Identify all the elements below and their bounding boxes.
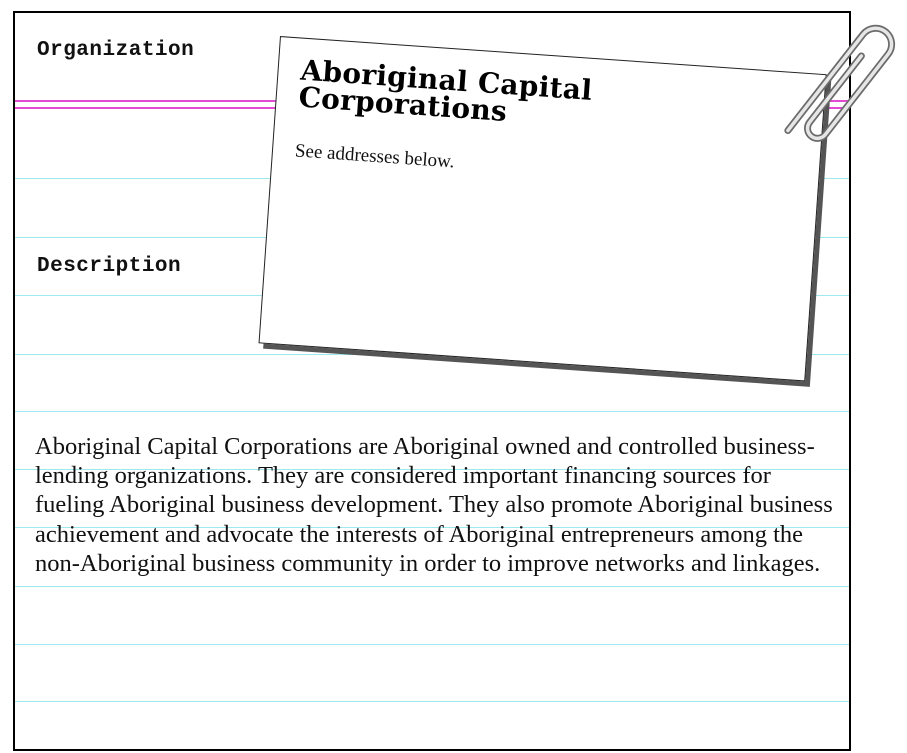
- card-note: See addresses below.: [294, 140, 456, 173]
- organization-card: Aboriginal Capital Corporations See addr…: [258, 36, 833, 387]
- description-label: Description: [37, 255, 182, 278]
- card-body: Aboriginal Capital Corporations See addr…: [258, 36, 827, 382]
- rule-line: [15, 586, 849, 587]
- rule-line: [15, 644, 849, 645]
- organization-label: Organization: [37, 39, 195, 62]
- rule-line: [15, 411, 849, 412]
- paperclip-icon: [784, 24, 896, 142]
- card-title: Aboriginal Capital Corporations: [297, 53, 594, 128]
- rule-line: [15, 527, 849, 528]
- rule-line: [15, 469, 849, 470]
- description-text: Aboriginal Capital Corporations are Abor…: [35, 433, 833, 577]
- rule-line: [15, 701, 849, 702]
